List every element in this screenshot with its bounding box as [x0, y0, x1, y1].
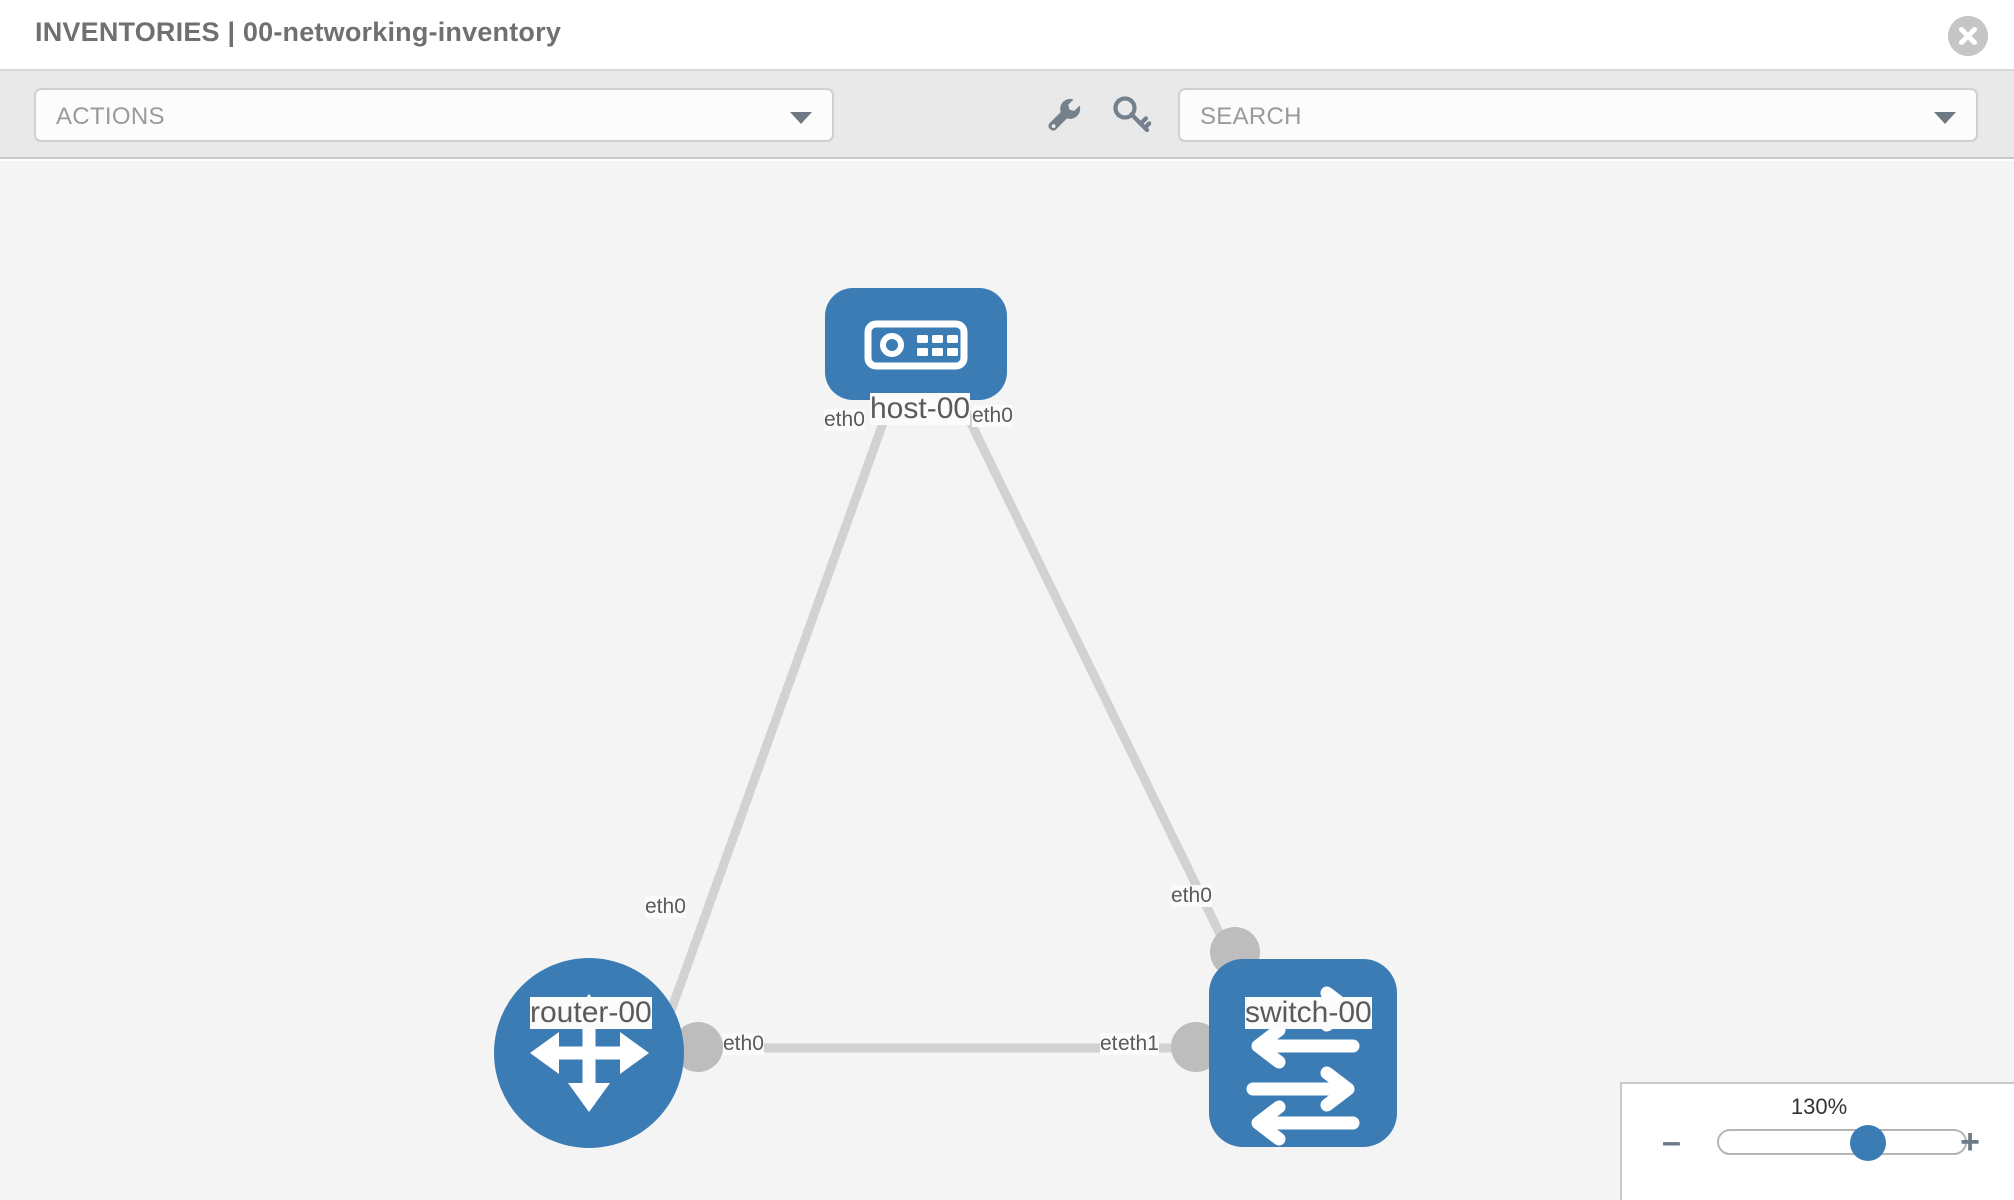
minus-icon[interactable]: –	[1662, 1123, 1681, 1161]
connector-nub[interactable]	[673, 1022, 723, 1072]
close-icon[interactable]	[1948, 16, 1988, 56]
chevron-down-icon[interactable]	[1934, 112, 1956, 124]
page-header: INVENTORIES | 00-networking-inventory	[0, 0, 2014, 71]
interface-label: eth0	[824, 408, 865, 432]
page-title: INVENTORIES | 00-networking-inventory	[35, 17, 562, 47]
actions-dropdown[interactable]: ACTIONS	[34, 88, 834, 142]
zoom-slider-handle[interactable]	[1850, 1125, 1886, 1161]
zoom-slider[interactable]	[1717, 1125, 1967, 1161]
chevron-down-icon	[790, 112, 812, 124]
wrench-icon[interactable]	[1040, 91, 1088, 139]
node-label-switch: switch-00	[1245, 996, 1372, 1029]
toolbar: ACTIONS SEARCH	[0, 71, 2014, 159]
interface-label: eth1	[1118, 1032, 1159, 1056]
zoom-level-value: 130%	[1790, 1094, 1848, 1119]
interface-label: eth0	[972, 404, 1013, 428]
interface-label: eth0	[645, 895, 686, 919]
topology-canvas[interactable]: host-00 router-00 switch-00 eth0 eth0 et…	[0, 161, 2014, 1200]
node-label-host: host-00	[870, 392, 971, 425]
search-input[interactable]: SEARCH	[1178, 88, 1978, 142]
interface-label: eth0	[1171, 884, 1212, 908]
node-label-router: router-00	[530, 996, 652, 1029]
node-router-00[interactable]	[494, 958, 684, 1148]
plus-icon[interactable]: +	[1960, 1123, 1980, 1161]
key-icon[interactable]	[1108, 91, 1156, 139]
topology-graph	[494, 288, 1397, 1148]
connector-nub[interactable]	[1171, 1022, 1221, 1072]
interface-label: eth0	[723, 1032, 764, 1056]
actions-dropdown-label: ACTIONS	[56, 103, 165, 130]
node-switch-00[interactable]	[1209, 959, 1397, 1147]
search-input-value: SEARCH	[1200, 103, 1302, 130]
edge-host-switch[interactable]	[943, 374, 1243, 973]
zoom-control-panel: 130% – +	[1620, 1082, 2014, 1200]
node-host-00[interactable]	[825, 288, 1007, 400]
edge-host-router[interactable]	[655, 374, 905, 1043]
